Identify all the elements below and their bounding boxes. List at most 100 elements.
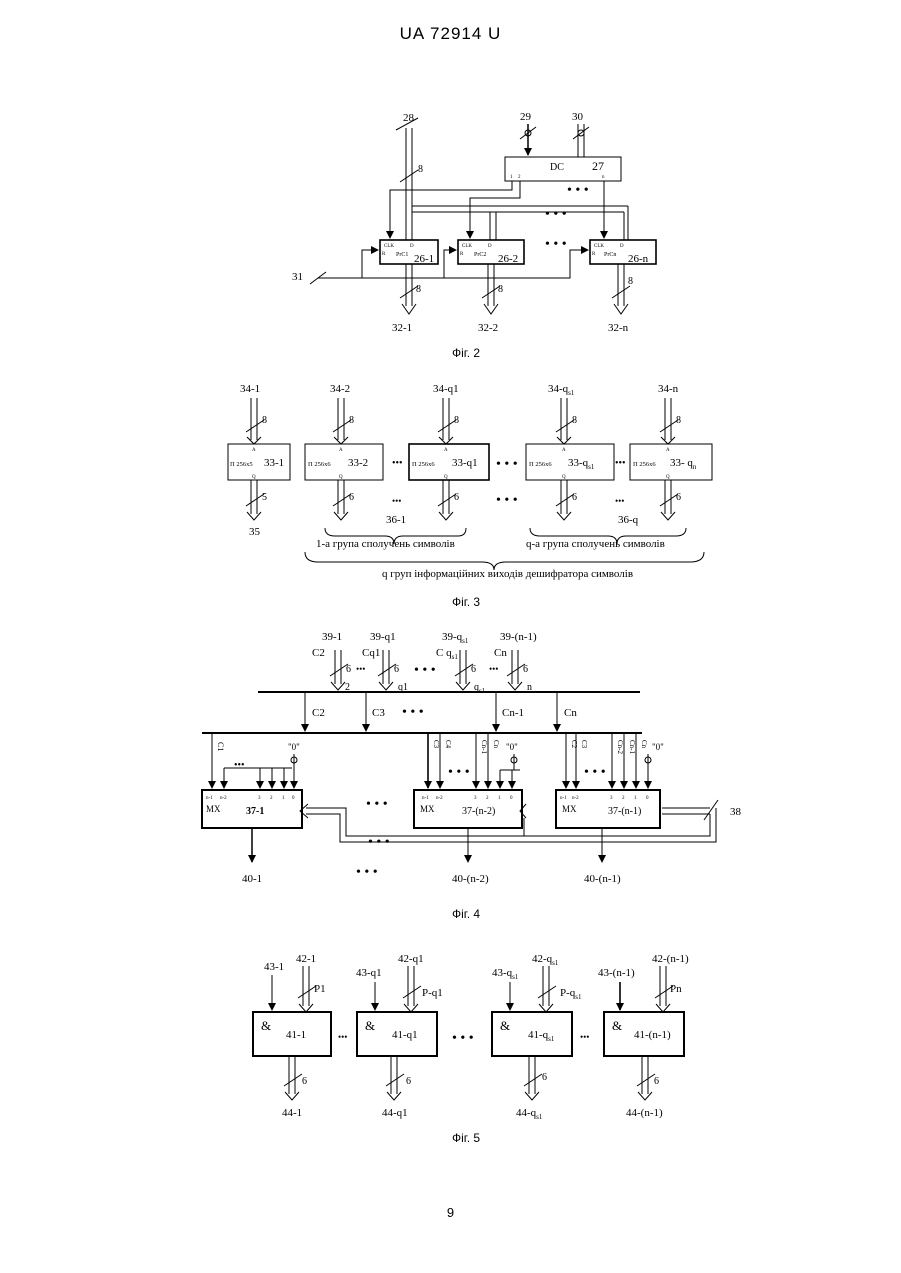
output-40-1: 40-1 (242, 873, 262, 885)
enable-43-n-1: 43-(n-1) (598, 967, 635, 979)
output-44-n-1: 44-(n-1) (626, 1107, 663, 1119)
mux-id: 37-(n-2) (462, 806, 495, 817)
addr-pin: A (444, 448, 448, 453)
mux-pin: n-1 (422, 796, 429, 801)
width-label: 6 (346, 664, 351, 675)
mux-type: MX (420, 804, 435, 814)
p-label: P-q1 (422, 987, 443, 999)
rom-id: 33-q1 (452, 457, 478, 469)
input-39-1: 39-1 (322, 631, 342, 643)
register-label: PrC1 (396, 252, 408, 258)
figure-4-labels: 39-1 39-q1 39-qs1 39-(n-1) C2 Cq1 C qs1 … (206, 631, 742, 921)
output-32-1: 32-1 (392, 322, 412, 334)
enable-43-qs1: 43-qs1 (492, 967, 519, 981)
group-q-label: q-а група сполучень символів (526, 538, 665, 550)
mux-pin: 1 (282, 796, 285, 801)
p-label: Pn (670, 983, 682, 995)
mux-pin: 2 (622, 796, 625, 801)
input-34-qs1: 34-qs1 (548, 383, 575, 397)
bus-index: n (527, 682, 532, 693)
data-pin: Q (666, 475, 670, 480)
signal-label: Cn-1 (480, 740, 488, 755)
input-39-qs1: 39-qs1 (442, 631, 469, 645)
clk-pin: CLK (594, 244, 604, 249)
signal-label: C2 (570, 740, 578, 749)
input-29-label: 29 (520, 111, 532, 123)
gate-id: 41-1 (286, 1029, 306, 1041)
enable-43-1: 43-1 (264, 961, 284, 973)
gate-id: 41-qs1 (528, 1029, 555, 1043)
width-label: 6 (676, 492, 681, 503)
zero-input: "0" (652, 742, 664, 752)
decoder-name: DC (550, 162, 564, 173)
input-42-n-1: 42-(n-1) (652, 953, 689, 965)
rom-id: 33- qn (670, 457, 697, 471)
mux-id: 37-(n-1) (608, 806, 641, 817)
input-34-1: 34-1 (240, 383, 260, 395)
mux-pin: n-1 (206, 796, 213, 801)
enable-43-q1: 43-q1 (356, 967, 382, 979)
tap-label: C3 (372, 707, 385, 719)
signal-label: Cn-2 (616, 740, 624, 755)
ellipsis: ••• (356, 664, 365, 674)
signal-label: Cn (494, 647, 507, 659)
gate-id: 41-q1 (392, 1029, 418, 1041)
bus-index: q1 (398, 682, 408, 693)
r-pin: R (592, 252, 596, 257)
ellipsis: • • • (496, 457, 518, 472)
and-symbol: & (261, 1018, 271, 1033)
p-label: P1 (314, 983, 326, 995)
register-id: 26-2 (498, 253, 518, 265)
ellipsis: • • • (452, 1031, 474, 1046)
input-42-1: 42-1 (296, 953, 316, 965)
width-label: 6 (302, 1076, 307, 1087)
mux-pin: 3 (610, 796, 613, 801)
mux-type: MX (206, 804, 221, 814)
ellipsis: • • • (368, 835, 390, 850)
bus-width-label: 8 (628, 276, 633, 287)
ellipsis: • • • (356, 865, 378, 880)
ellipsis: • • • (366, 797, 388, 812)
all-groups-label: q груп інформаційних виходів дешифратора… (382, 568, 633, 580)
figure-5-caption: Фіг. 5 (452, 1131, 480, 1145)
and-symbol: & (365, 1018, 375, 1033)
ellipsis: ••• (615, 496, 624, 506)
figure-3-caption: Фіг. 3 (452, 595, 480, 609)
ellipsis: ••• (338, 1032, 347, 1042)
figure-3-labels: 34-1 34-2 34-q1 34-qs1 34-n 8 8 8 8 8 A … (230, 383, 697, 609)
addr-pin: A (562, 448, 566, 453)
data-pin: Q (252, 475, 256, 480)
width-label: 6 (654, 1076, 659, 1087)
ellipsis: ••• (615, 458, 626, 469)
mux-pin: n-1 (560, 796, 567, 801)
rom-id: 33-qs1 (568, 457, 595, 471)
width-label: 6 (394, 664, 399, 675)
width-label: 8 (454, 415, 459, 426)
width-label: 8 (349, 415, 354, 426)
input-34-q1: 34-q1 (433, 383, 459, 395)
figure-2-caption: Фіг. 2 (452, 346, 480, 360)
addr-pin: A (666, 448, 670, 453)
width-label: 8 (572, 415, 577, 426)
tap-label: Cn-1 (502, 707, 524, 719)
width-label: 6 (523, 664, 528, 675)
output-40-n-1: 40-(n-1) (584, 873, 621, 885)
d-pin: D (620, 244, 624, 249)
ellipsis: • • • (567, 183, 589, 198)
decoder-id: 27 (592, 159, 604, 173)
output-35: 35 (249, 526, 261, 538)
ellipsis: ••• (580, 1032, 589, 1042)
mux-pin: 1 (498, 796, 501, 801)
ellipsis: ••• (392, 458, 403, 469)
rom-type: П 256x5 (230, 461, 253, 468)
figure-4-caption: Фіг. 4 (452, 907, 480, 921)
mux-pin: 0 (646, 796, 649, 801)
page-number: 9 (0, 1205, 901, 1220)
decoder-out-n: n (602, 175, 605, 180)
signal-label: Cn-1 (628, 740, 636, 755)
mux-pin: n-2 (436, 796, 443, 801)
mux-pin: 3 (258, 796, 261, 801)
addr-pin: A (339, 448, 343, 453)
output-40-n-2: 40-(n-2) (452, 873, 489, 885)
r-pin: R (382, 252, 386, 257)
